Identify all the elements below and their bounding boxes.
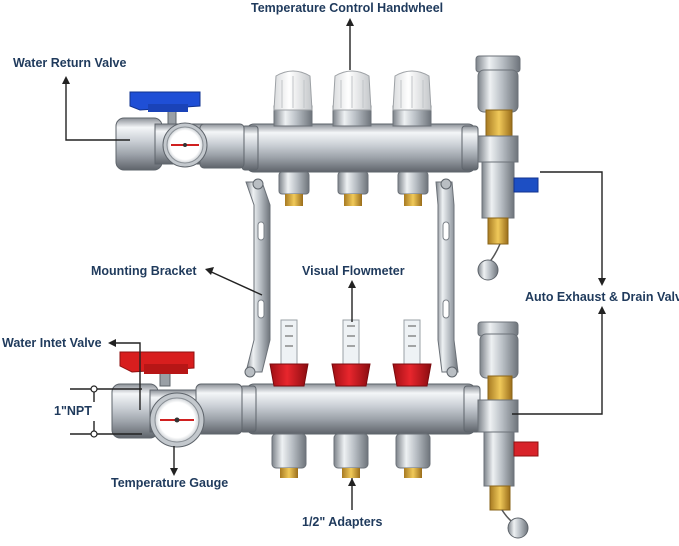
bottom-drain-handle bbox=[513, 441, 539, 457]
annotation-lines bbox=[65, 20, 603, 510]
water-return-valve bbox=[115, 91, 245, 171]
return-temperature-gauge bbox=[162, 122, 208, 168]
flowmeter-1 bbox=[269, 319, 309, 387]
handwheel-1 bbox=[273, 70, 313, 127]
label-adapters: 1/2" Adapters bbox=[302, 515, 383, 529]
label-temperature-gauge: Temperature Gauge bbox=[111, 476, 229, 490]
top-adapter-2 bbox=[337, 171, 369, 206]
label-water-return-valve: Water Return Valve bbox=[13, 56, 127, 70]
label-auto-exhaust-drain-valve: Auto Exhaust & Drain Valve bbox=[525, 290, 679, 304]
label-npt-size: 1"NPT bbox=[54, 404, 92, 418]
top-drain-handle bbox=[513, 177, 539, 193]
flowmeter-2 bbox=[331, 319, 371, 387]
bottom-adapter-3 bbox=[395, 433, 431, 478]
bottom-auto-exhaust-valve bbox=[477, 321, 539, 539]
bottom-adapter-2 bbox=[333, 433, 369, 478]
label-water-inlet-valve: Water Intet Valve bbox=[2, 336, 102, 350]
top-auto-exhaust-valve bbox=[475, 55, 539, 281]
mounting-bracket-left bbox=[245, 181, 271, 373]
top-adapter-1 bbox=[278, 171, 310, 206]
top-manifold bbox=[241, 70, 479, 206]
top-adapter-3 bbox=[397, 171, 429, 206]
flowmeter-3 bbox=[392, 319, 432, 387]
label-temperature-control-handwheel: Temperature Control Handwheel bbox=[251, 1, 444, 15]
annotation-arrowheads bbox=[62, 18, 606, 486]
bottom-adapter-1 bbox=[271, 433, 307, 478]
mounting-bracket-right bbox=[435, 181, 459, 373]
inlet-temperature-gauge bbox=[149, 392, 205, 448]
handwheel-2 bbox=[332, 70, 372, 127]
handwheel-3 bbox=[392, 70, 432, 127]
bottom-manifold bbox=[239, 319, 481, 478]
label-mounting-bracket: Mounting Bracket bbox=[91, 264, 197, 278]
water-inlet-valve bbox=[111, 351, 243, 448]
label-visual-flowmeter: Visual Flowmeter bbox=[302, 264, 405, 278]
